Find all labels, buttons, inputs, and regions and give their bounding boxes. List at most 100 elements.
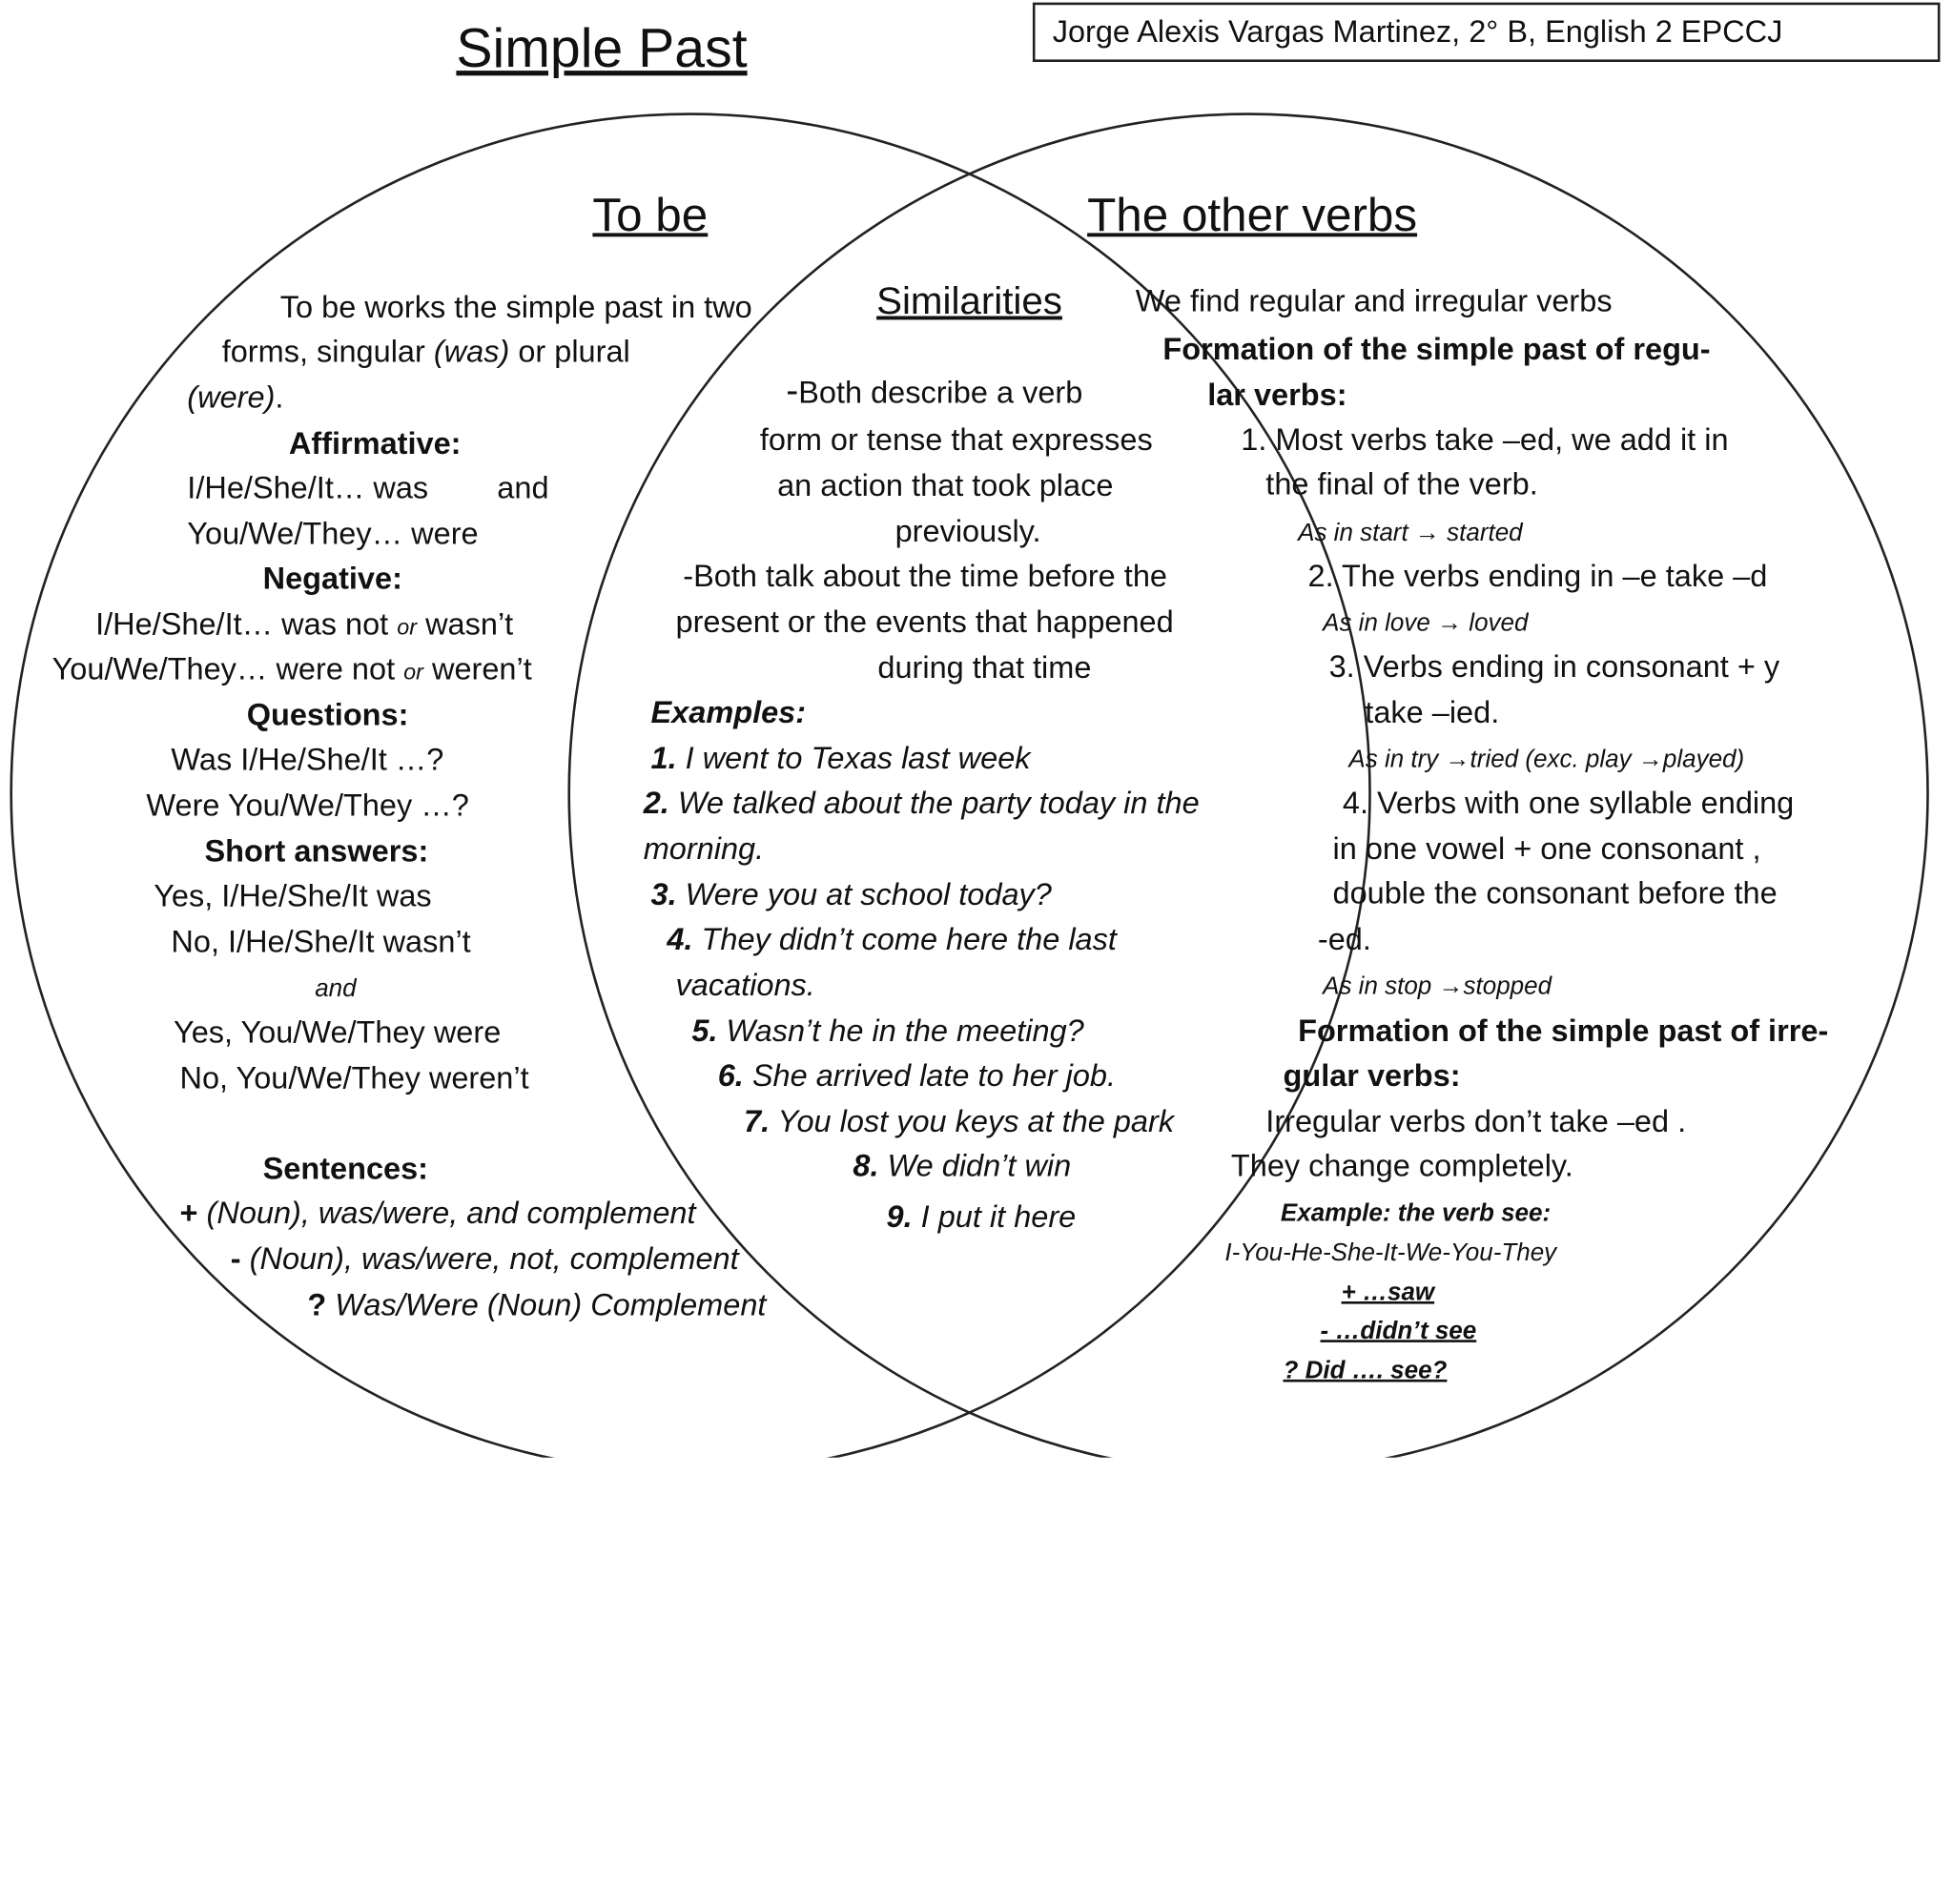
rule3-line1: 3. Verbs ending in consonant + y — [1328, 649, 1780, 685]
sa-line1: Yes, I/He/She/It was — [154, 878, 432, 914]
rule4-example-a: As in stop — [1323, 972, 1432, 1001]
question-symbol: ? — [307, 1287, 327, 1323]
rule4-line3: double the consonant before the — [1332, 876, 1778, 911]
example-5: 5. Wasn’t he in the meeting? — [691, 1013, 1083, 1050]
rule4-example-b: stopped — [1463, 972, 1552, 1001]
example-1-text: I went to Texas last week — [676, 741, 1031, 776]
example-2-num: 2. — [643, 786, 669, 821]
example-5-num: 5. — [691, 1013, 718, 1049]
arrow-icon: → — [1637, 746, 1663, 774]
neg-line1a: I/He/She/It… was not — [95, 607, 398, 643]
example-9-text: I put it here — [912, 1199, 1077, 1235]
sim1-line4: previously. — [894, 514, 1041, 549]
neg-or-1: or — [397, 614, 418, 640]
example-2-text: We talked about the party today in the — [668, 786, 1200, 821]
sentence-question-text: Was/Were (Noun) Complement — [326, 1287, 767, 1323]
arrow-icon: → — [1437, 609, 1463, 638]
rule2-example: As in love → loved — [1323, 608, 1528, 638]
rule4-line2: in one vowel + one consonant , — [1332, 831, 1761, 867]
example-8-num: 8. — [853, 1149, 879, 1184]
sentence-negative: - (Noun), was/were, not, complement — [231, 1240, 739, 1278]
sim1-line1: -Both describe a verb — [786, 373, 1082, 411]
page-title: Simple Past — [456, 18, 748, 80]
example-1-num: 1. — [650, 741, 677, 776]
rule3-example-a: As in try — [1348, 746, 1439, 774]
left-intro-line2a: forms, singular — [221, 335, 434, 370]
author-box: Jorge Alexis Vargas Martinez, 2° B, Engl… — [1032, 2, 1941, 63]
rule2-example-a: As in love — [1323, 609, 1430, 638]
sim2-line2: present or the events that happened — [675, 604, 1174, 640]
neg-or-2: or — [403, 659, 423, 685]
example-8-text: We didn’t win — [878, 1149, 1072, 1184]
irregular-example-label: Example: the verb see: — [1280, 1199, 1552, 1227]
middle-heading: Similarities — [876, 278, 1062, 323]
rule3-example-b: tried (exc. play — [1470, 746, 1632, 774]
rule1-example: As in start → started — [1298, 518, 1523, 547]
left-intro-line1: To be works the simple past in two — [279, 290, 752, 325]
irregular-label-line2: gular verbs: — [1283, 1058, 1461, 1094]
plus-symbol: + — [179, 1196, 198, 1231]
neg-line1b: wasn’t — [417, 607, 514, 643]
example-4-cont: vacations. — [675, 968, 815, 1003]
example-2: 2. We talked about the party today in th… — [644, 785, 1200, 822]
example-6-text: She arrived late to her job. — [743, 1058, 1117, 1094]
example-9-num: 9. — [886, 1199, 913, 1235]
irregular-question: ? Did …. see? — [1283, 1357, 1448, 1385]
rule1-example-b: started — [1447, 519, 1523, 547]
neg-line2b: weren’t — [422, 651, 532, 687]
example-8: 8. We didn’t win — [853, 1148, 1071, 1185]
left-intro-line2: forms, singular (was) or plural — [222, 334, 630, 371]
neg-line2: You/We/They… were not or weren’t — [52, 651, 532, 691]
sentence-affirmative: + (Noun), was/were, and complement — [180, 1195, 696, 1232]
aff-line1: I/He/She/It… was — [187, 470, 429, 506]
sa-line2: No, I/He/She/It wasn’t — [171, 924, 471, 960]
irregular-line1: Irregular verbs don’t take –ed . — [1265, 1104, 1687, 1139]
q-line1: Was I/He/She/It …? — [171, 742, 444, 778]
sim1-line2: form or tense that expresses — [759, 422, 1153, 458]
sentence-negative-text: (Noun), was/were, not, complement — [240, 1241, 739, 1277]
arrow-icon: → — [1445, 746, 1470, 774]
sentence-affirmative-text: (Noun), was/were, and complement — [197, 1196, 696, 1231]
example-7-text: You lost you keys at the park — [770, 1104, 1175, 1139]
right-heading: The other verbs — [1087, 189, 1418, 242]
example-2-cont: morning. — [643, 831, 765, 867]
example-9: 9. I put it here — [886, 1198, 1076, 1236]
example-1: 1. I went to Texas last week — [651, 740, 1031, 777]
irregular-pronouns: I-You-He-She-It-We-You-They — [1224, 1239, 1557, 1267]
example-4-num: 4. — [667, 922, 693, 957]
irregular-negative: - …didn’t see — [1320, 1317, 1477, 1345]
rule4-line4: -ed. — [1317, 922, 1371, 957]
rule3-example: As in try →tried (exc. play →played) — [1348, 745, 1744, 774]
rule2-line1: 2. The verbs ending in –e take –d — [1307, 559, 1768, 594]
negative-label: Negative: — [262, 561, 402, 597]
rule3-example-c: played) — [1662, 746, 1745, 774]
left-intro-line2c: or plural — [509, 335, 630, 370]
irregular-affirmative: + …saw — [1341, 1279, 1435, 1307]
sim2-line1: -Both talk about the time before the — [683, 559, 1167, 594]
arrow-icon: → — [1414, 519, 1440, 547]
aff-line2: You/We/They… were — [187, 517, 479, 552]
example-4: 4. They didn’t come here the last — [667, 921, 1117, 958]
affirmative-label: Affirmative: — [288, 426, 462, 461]
example-6-num: 6. — [717, 1058, 744, 1094]
questions-label: Questions: — [246, 697, 409, 733]
example-3: 3. Were you at school today? — [651, 876, 1052, 913]
regular-label-line1: Formation of the simple past of regu- — [1162, 332, 1711, 367]
left-intro-was: (was) — [433, 335, 510, 370]
rule1-line2: the final of the verb. — [1265, 467, 1538, 502]
right-intro: We find regular and irregular verbs — [1135, 283, 1613, 319]
rule1-line1: 1. Most verbs take –ed, we add it in — [1241, 422, 1729, 458]
left-intro-were: (were) — [187, 380, 276, 416]
example-7-num: 7. — [744, 1104, 771, 1139]
sa-line4: No, You/We/They weren’t — [179, 1060, 529, 1096]
q-line2: Were You/We/They …? — [146, 788, 469, 824]
neg-line2a: You/We/They… were not — [51, 651, 404, 687]
example-4-text: They didn’t come here the last — [692, 922, 1117, 957]
examples-label: Examples: — [650, 695, 807, 730]
sim1-dash: - — [786, 370, 799, 412]
sa-and: and — [315, 975, 357, 1003]
rule1-example-a: As in start — [1298, 519, 1408, 547]
example-6: 6. She arrived late to her job. — [718, 1057, 1116, 1095]
author-text: Jorge Alexis Vargas Martinez, 2° B, Engl… — [1052, 14, 1783, 51]
